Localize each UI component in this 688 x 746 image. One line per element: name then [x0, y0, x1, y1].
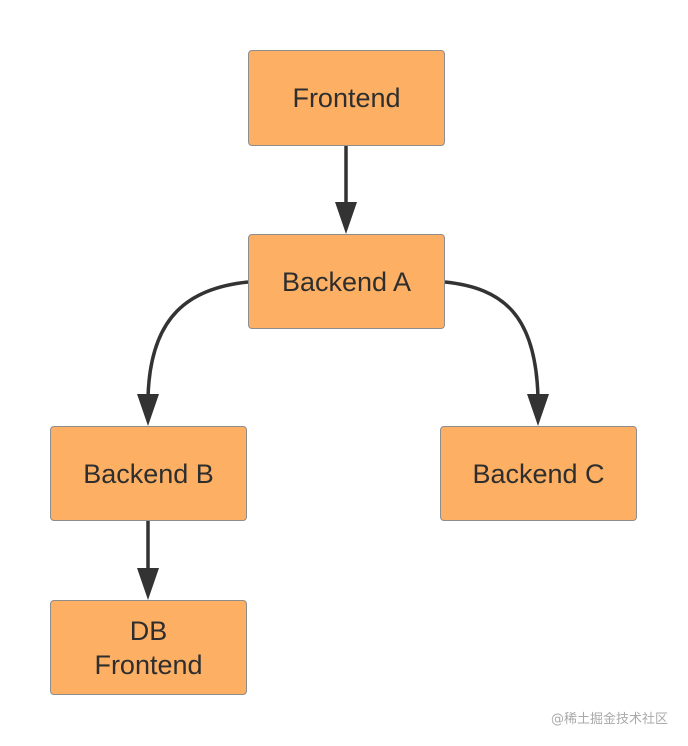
node-backend-c: Backend C [440, 426, 637, 521]
arrowhead-backend-c [527, 394, 549, 426]
node-backend-a: Backend A [248, 234, 445, 329]
arrowhead-db [137, 568, 159, 600]
watermark: @稀土掘金技术社区 [550, 712, 668, 727]
node-backend-a-label: Backend A [281, 266, 412, 297]
arrowhead-backend-b [137, 394, 159, 426]
node-backend-c-label: Backend C [472, 458, 605, 489]
edge-backend-a-to-backend-c [444, 280, 540, 399]
node-db-label-line1: DB [129, 615, 168, 646]
node-backend-b: Backend B [50, 426, 247, 521]
arrowhead-backend-a [335, 202, 357, 234]
node-backend-b-label: Backend B [83, 458, 214, 489]
edge-backend-a-to-backend-b [146, 280, 249, 399]
node-frontend-label: Frontend [292, 83, 401, 113]
node-frontend: Frontend [248, 50, 445, 146]
node-db-label-line2: Frontend [94, 649, 203, 680]
node-db-frontend: DB Frontend [50, 600, 247, 695]
